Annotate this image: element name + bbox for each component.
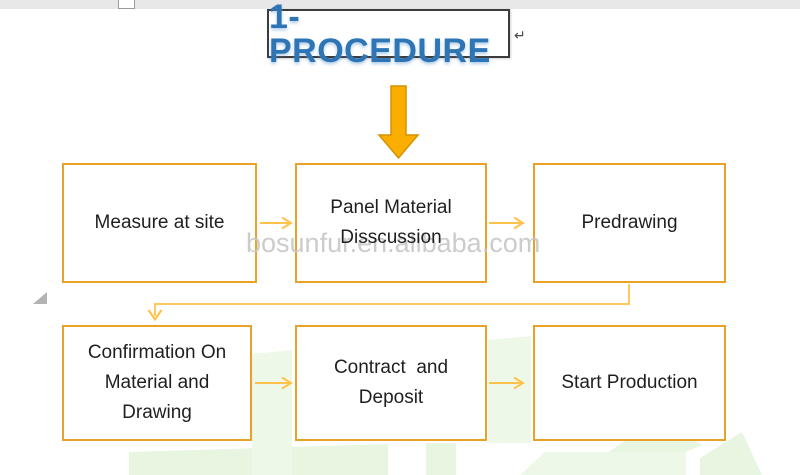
arrow-confirmation-to-contract[interactable] (255, 376, 293, 390)
flow-box-label: Predrawing (581, 212, 678, 233)
flow-box-label: Start Production (561, 372, 698, 393)
top-strip (0, 0, 800, 9)
page-title: 1-PROCEDURE (269, 0, 491, 70)
title-box[interactable]: 1-PROCEDURE (267, 0, 510, 68)
big-down-arrow[interactable] (377, 85, 420, 160)
connector-predrawing-to-confirmation[interactable] (147, 284, 630, 322)
flow-box-contract-and-deposit[interactable]: Contract and Deposit (295, 325, 487, 441)
flow-box-measure-at-site[interactable]: Measure at site (62, 163, 257, 283)
flow-box-confirmation-on-material-and-drawing[interactable]: Confirmation On Material and Drawing (62, 325, 252, 441)
flow-box-label: Confirmation On Material and Drawing (87, 342, 227, 423)
arrow-panel-to-predrawing[interactable] (489, 216, 525, 230)
flow-box-label: Measure at site (94, 212, 225, 233)
flow-box-label: Contract and Deposit (333, 357, 449, 408)
flow-box-label: Panel Material Disscussion (330, 197, 452, 248)
page-top-handle (118, 0, 135, 9)
arrow-contract-to-start[interactable] (489, 376, 525, 390)
flow-box-panel-material-discussion[interactable]: Panel Material Disscussion (295, 163, 487, 283)
arrow-measure-to-panel[interactable] (260, 216, 293, 230)
flow-box-start-production[interactable]: Start Production (533, 325, 726, 441)
flow-box-predrawing[interactable]: Predrawing (533, 163, 726, 283)
watermark-text: bosunfur.en.alibaba.com (246, 228, 541, 258)
paragraph-return-icon: ↵ (514, 27, 526, 43)
